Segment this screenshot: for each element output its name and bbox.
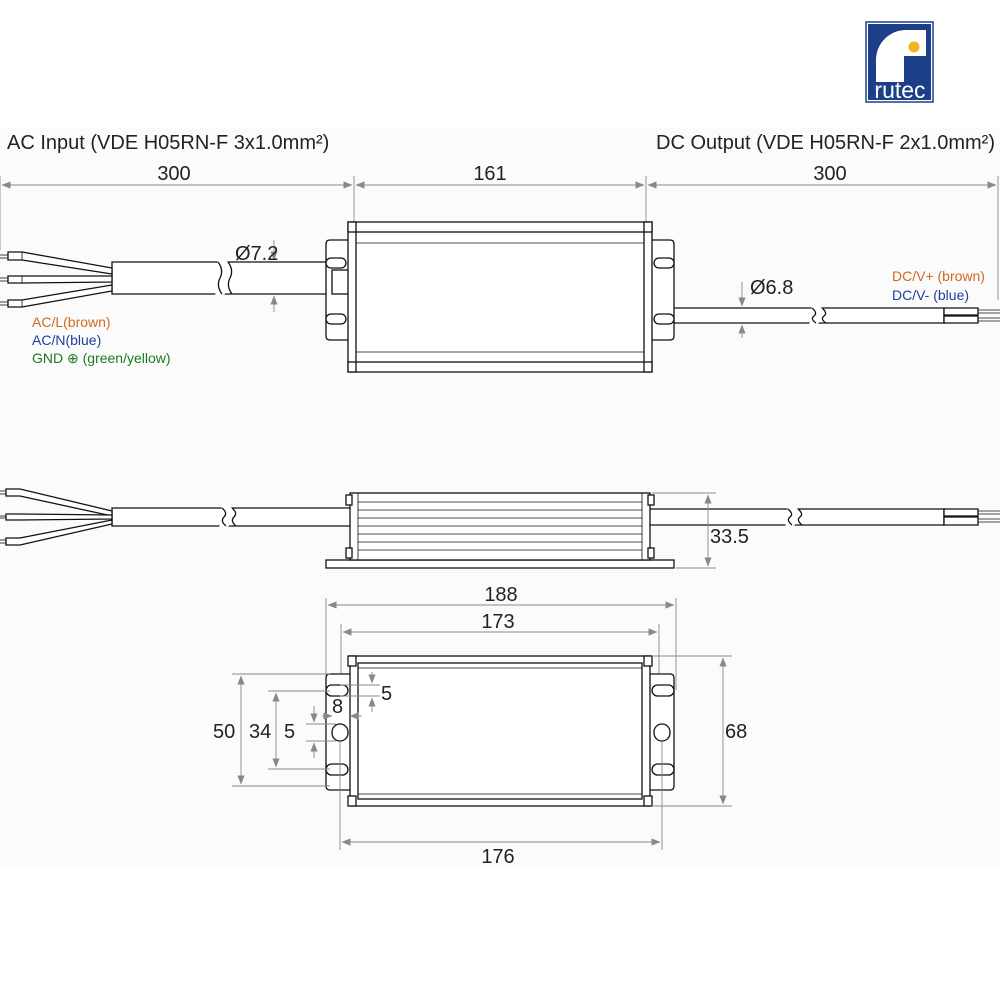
dc-neg-label: DC/V- (blue) — [892, 287, 969, 303]
top-view: Ø7.2 Ø6.8 — [0, 221, 1000, 373]
housing-side — [349, 492, 651, 561]
right-slot-top — [653, 257, 675, 269]
side-rivet — [345, 547, 353, 559]
bottom-rivet — [643, 655, 653, 667]
right-slot-bottom — [653, 313, 675, 325]
logo-sun-icon — [908, 41, 920, 53]
bottom-rivet — [347, 655, 357, 667]
top-rivet — [643, 361, 653, 373]
housing-bottom-inner — [357, 662, 643, 800]
side-view — [0, 488, 1000, 569]
dim-34: 34 — [249, 721, 271, 743]
dim-ac-length: 300 — [157, 163, 190, 185]
dim-body-length: 161 — [473, 163, 506, 185]
side-rivet — [345, 494, 353, 506]
rutec-logo: rutec — [865, 21, 934, 103]
dim-height: 33.5 — [710, 526, 749, 548]
bottom-hole-left — [331, 723, 349, 742]
ac-n-label: AC/N(blue) — [32, 332, 101, 348]
bottom-slot-top-right — [651, 684, 675, 697]
dim-8: 8 — [332, 696, 343, 718]
dc-output-cable — [645, 304, 1000, 327]
bottom-view — [232, 598, 732, 850]
logo-text: rutec — [874, 77, 925, 103]
dim-5-slot: 5 — [381, 683, 392, 705]
side-flange — [325, 559, 675, 569]
top-rivet — [347, 221, 357, 233]
side-rivet — [647, 547, 655, 559]
bottom-slot-top-left — [325, 684, 349, 697]
top-rivet — [643, 221, 653, 233]
dim-50: 50 — [213, 721, 235, 743]
dim-hole-pitch: 176 — [481, 846, 514, 868]
ac-l-label: AC/L(brown) — [32, 314, 111, 330]
bottom-slot-bottom-right — [651, 763, 675, 776]
dim-overall-length: 188 — [484, 584, 517, 606]
ac-input-header: AC Input (VDE H05RN-F 3x1.0mm²) — [7, 132, 329, 154]
dim-width: 68 — [725, 721, 747, 743]
top-dimension-chain — [0, 176, 999, 300]
dim-ac-diameter: Ø7.2 — [235, 243, 278, 265]
housing-top-inner — [355, 231, 645, 363]
top-rivet — [347, 361, 357, 373]
dc-pos-label: DC/V+ (brown) — [892, 268, 985, 284]
ac-input-cable — [0, 251, 353, 308]
gnd-label: GND ⊕ (green/yellow) — [32, 350, 171, 366]
left-slot-bottom — [325, 313, 347, 325]
dim-dc-length: 300 — [813, 163, 846, 185]
dim-dc-diameter: Ø6.8 — [750, 277, 793, 299]
bottom-slot-bottom-left — [325, 763, 349, 776]
bottom-hole-right — [653, 723, 671, 742]
left-slot-top — [325, 257, 347, 269]
side-rivet — [647, 494, 655, 506]
bottom-rivet — [643, 795, 653, 807]
dim-mount-length: 173 — [481, 611, 514, 633]
dim-5-hole: 5 — [284, 721, 295, 743]
bottom-rivet — [347, 795, 357, 807]
dc-output-header: DC Output (VDE H05RN-F 2x1.0mm²) — [656, 132, 995, 154]
